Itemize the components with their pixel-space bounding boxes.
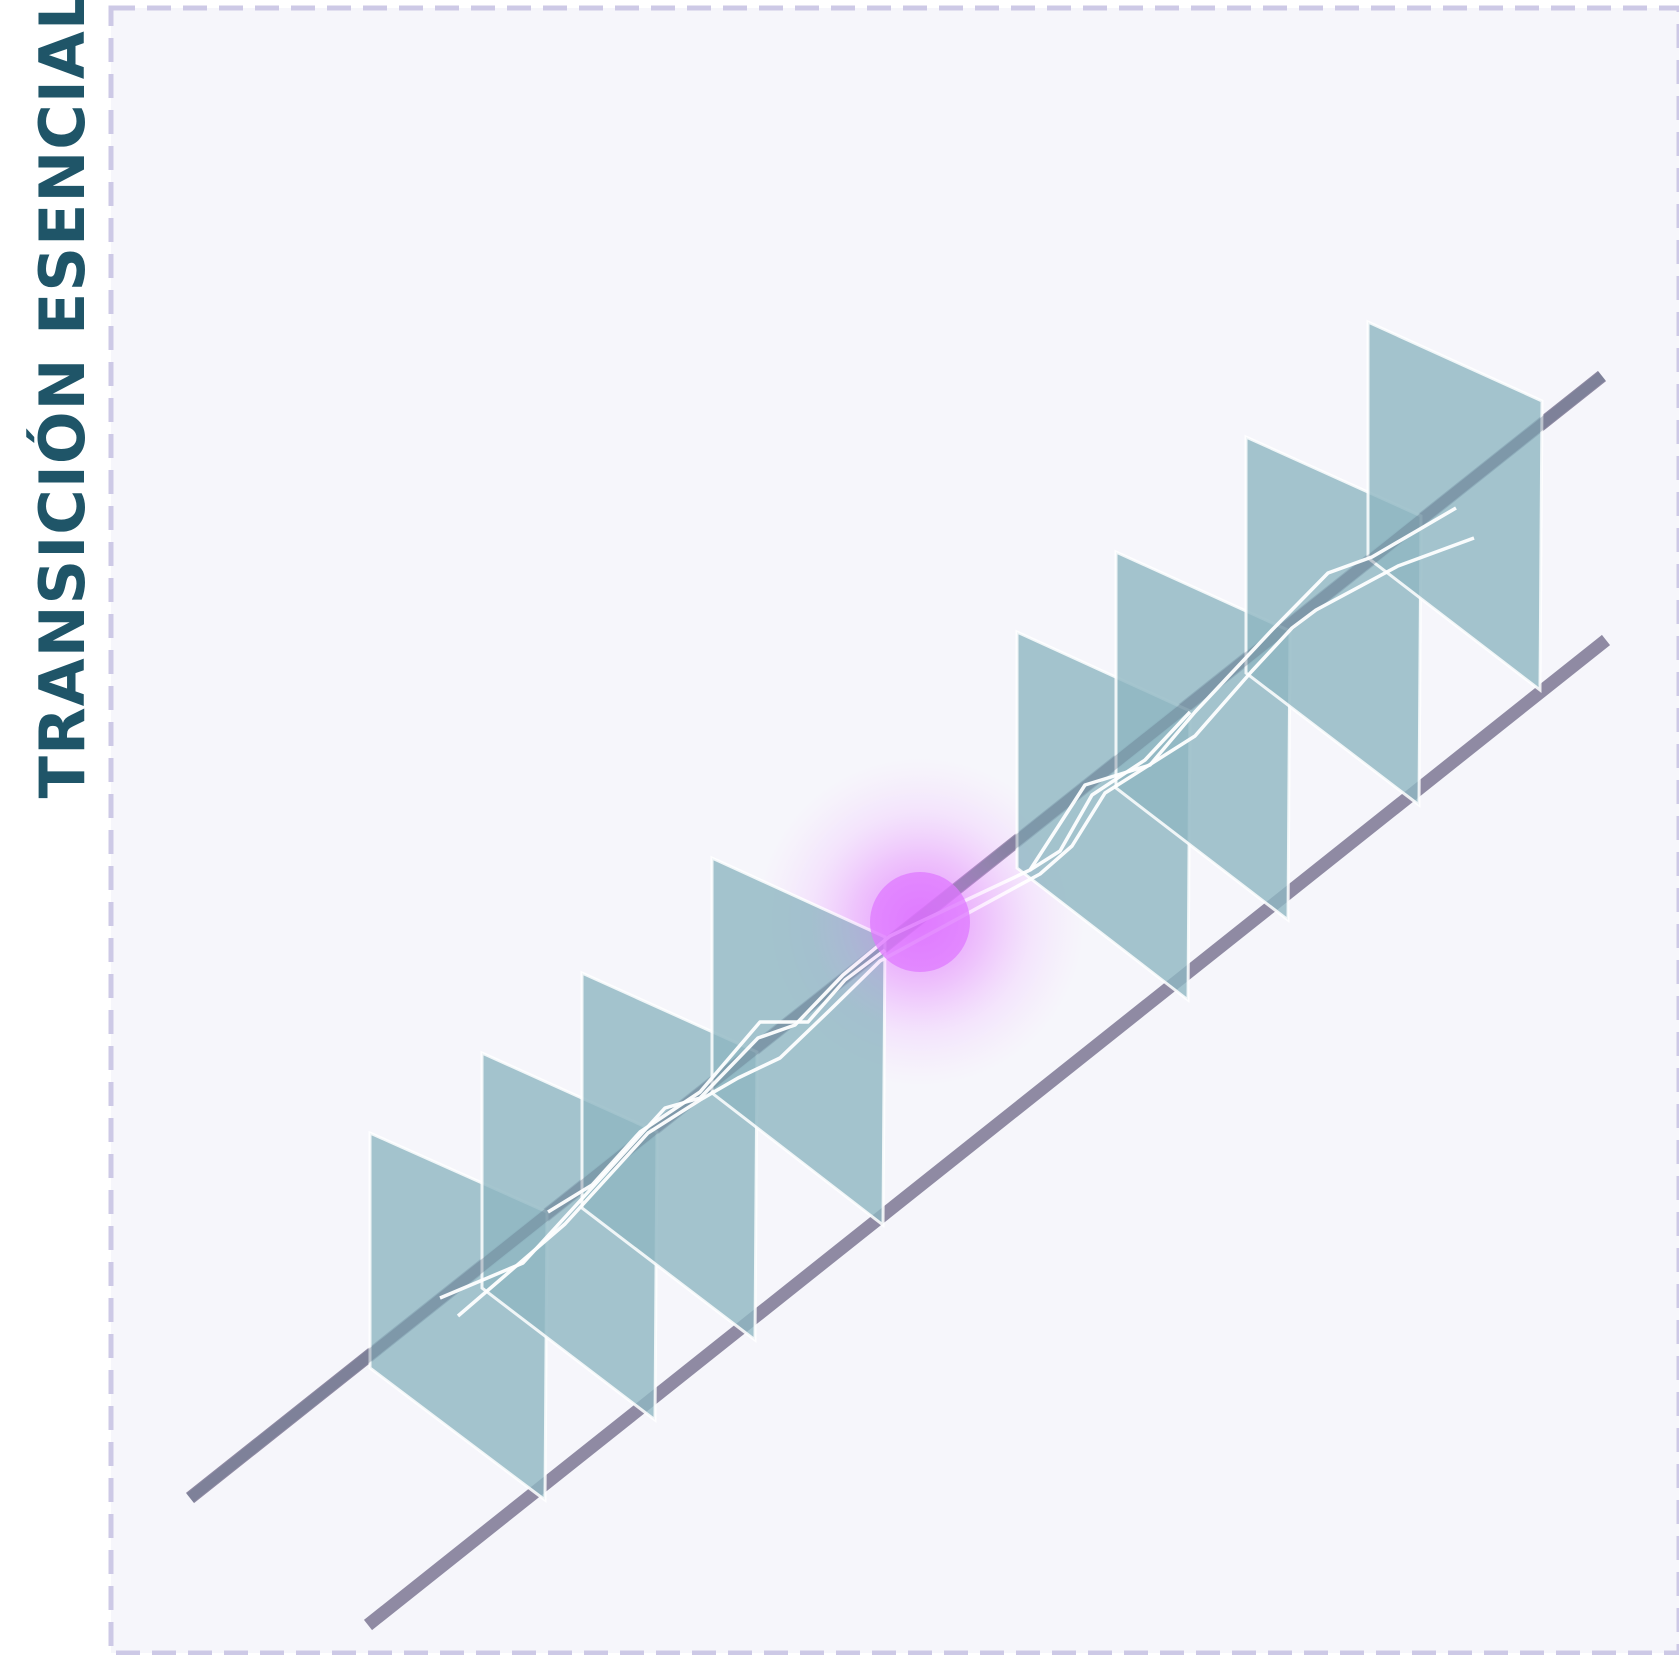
lower-rail: [363, 634, 1611, 1631]
section-planes: [368, 319, 1544, 1503]
trajectory-path-4: [1029, 710, 1192, 872]
section-plane-8: [1366, 319, 1544, 694]
trajectory-path-2: [456, 536, 1475, 1318]
glow-halo: [810, 812, 1030, 1032]
